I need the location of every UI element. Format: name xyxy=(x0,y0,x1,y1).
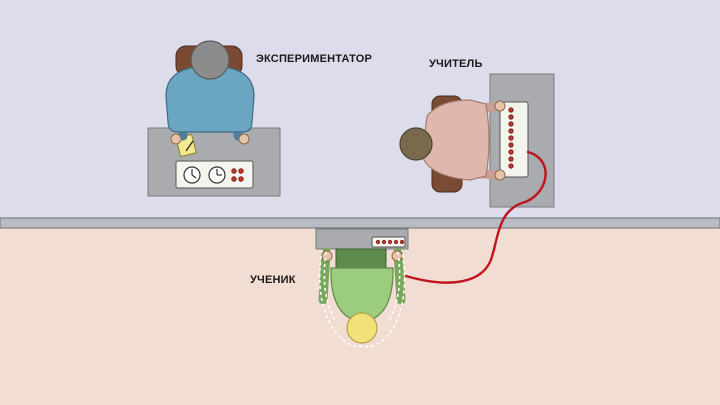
experimenter-figure xyxy=(165,40,255,145)
answer-box-lamps xyxy=(375,239,405,245)
teacher-figure xyxy=(399,95,506,193)
electric-cable xyxy=(404,150,547,284)
dividing-wall xyxy=(0,217,720,229)
label-experimenter: ЭКСПЕРИМЕНТАТОР xyxy=(256,53,373,65)
upper-room-floor xyxy=(0,0,720,219)
shock-spark-outline xyxy=(318,249,406,348)
shock-switch-row xyxy=(508,107,514,169)
dial-icon xyxy=(183,166,201,184)
label-teacher: УЧИТЕЛЬ xyxy=(429,58,483,70)
indicator-lamps xyxy=(231,168,244,182)
pencil xyxy=(185,140,194,152)
shock-generator xyxy=(499,101,529,178)
label-learner: УЧЕНИК xyxy=(250,274,296,286)
clock-icon xyxy=(208,166,226,184)
